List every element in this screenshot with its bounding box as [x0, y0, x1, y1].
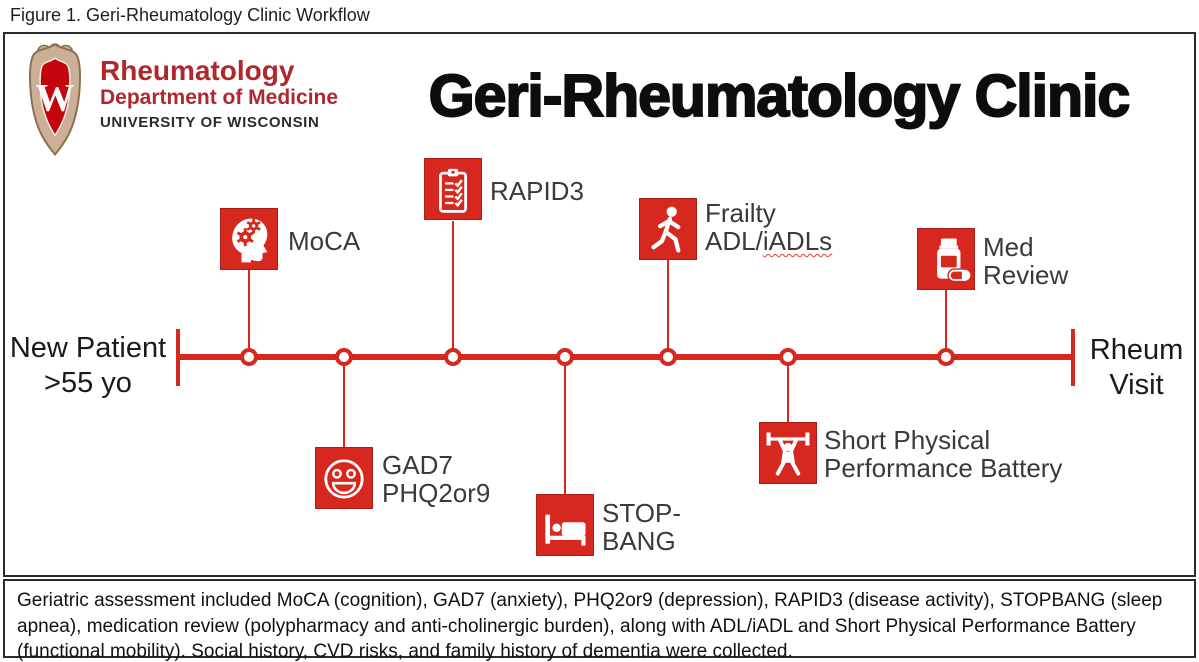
timeline-start-label: New Patient >55 yo: [2, 331, 174, 401]
timeline-node-frailty: [659, 348, 677, 366]
label-frailty-adl: ADL/: [705, 226, 763, 257]
label-frailty-line2: ADL/iADLs: [705, 227, 832, 255]
diagram-frame: [3, 32, 1196, 577]
label-gad7-line2: PHQ2or9: [382, 478, 491, 509]
smiley-face-icon: [315, 447, 373, 509]
timeline-end-cap: [1071, 329, 1075, 386]
connector-stopbang: [564, 360, 566, 494]
label-frailty-line1: Frailty: [705, 198, 776, 228]
label-stopbang-line1: STOP-: [602, 498, 681, 528]
label-moca-line1: MoCA: [288, 226, 361, 256]
timeline-node-sppb: [779, 348, 797, 366]
timeline-end-label: Rheum Visit: [1080, 333, 1193, 403]
label-gad7: GAD7 PHQ2or9: [382, 451, 490, 507]
logo-department: Department of Medicine: [100, 86, 339, 110]
label-medreview-line2: Review: [983, 260, 1069, 291]
connector-rapid3: [452, 221, 454, 354]
label-gad7-line1: GAD7: [382, 450, 453, 480]
timeline-node-gad7: [335, 348, 353, 366]
label-rapid3: RAPID3: [490, 177, 584, 205]
clipboard-checklist-icon: [424, 158, 482, 220]
label-medreview-line1: Med: [983, 232, 1034, 262]
timeline-node-medreview: [937, 348, 955, 366]
timeline-node-rapid3: [444, 348, 462, 366]
label-frailty: Frailty ADL/iADLs: [705, 199, 832, 255]
walking-person-icon: [639, 198, 697, 260]
label-medreview: Med Review: [983, 233, 1068, 289]
logo-university: UNIVERSITY OF WISCONSIN: [100, 113, 320, 131]
timeline-node-moca: [240, 348, 258, 366]
connector-moca: [248, 270, 250, 354]
weightlifter-icon: [759, 422, 817, 484]
start-label-line2: >55 yo: [44, 366, 132, 399]
sleep-bed-icon: [536, 494, 594, 556]
footnote-box: Geriatric assessment included MoCA (cogn…: [3, 579, 1196, 662]
timeline-node-stopbang: [556, 348, 574, 366]
label-sppb-line1: Short Physical: [824, 425, 991, 455]
page-title: Geri-Rheumatology Clinic: [428, 62, 1131, 130]
connector-medreview: [945, 290, 947, 354]
logo-text-block: Rheumatology Department of Medicine UNIV…: [100, 56, 338, 131]
footnote-text: Geriatric assessment included MoCA (cogn…: [17, 590, 1163, 662]
start-label-line1: New Patient: [9, 332, 167, 364]
label-sppb-line2: Performance Battery: [824, 453, 1063, 484]
label-stopbang-line2: BANG: [602, 526, 676, 557]
logo-division: Rheumatology: [100, 55, 295, 86]
connector-frailty: [667, 259, 669, 354]
brain-cognition-icon: [220, 208, 278, 270]
label-sppb: Short Physical Performance Battery: [824, 426, 1062, 482]
timeline-line: [178, 354, 1074, 360]
crest-letter-w: W: [36, 77, 75, 120]
label-stopbang: STOP- BANG: [602, 499, 681, 555]
pill-bottle-icon: [917, 228, 975, 290]
connector-sppb: [787, 360, 789, 423]
uw-crest-logo: W: [29, 43, 81, 157]
label-rapid3-line1: RAPID3: [490, 176, 584, 206]
end-label-line2: Visit: [1109, 368, 1164, 401]
label-moca: MoCA: [288, 227, 360, 255]
end-label-line1: Rheum: [1089, 334, 1184, 366]
label-frailty-iadls: iADLs: [762, 226, 833, 257]
timeline-start-cap: [176, 329, 180, 386]
figure-caption: Figure 1. Geri-Rheumatology Clinic Workf…: [10, 5, 370, 25]
connector-gad7: [343, 360, 345, 448]
